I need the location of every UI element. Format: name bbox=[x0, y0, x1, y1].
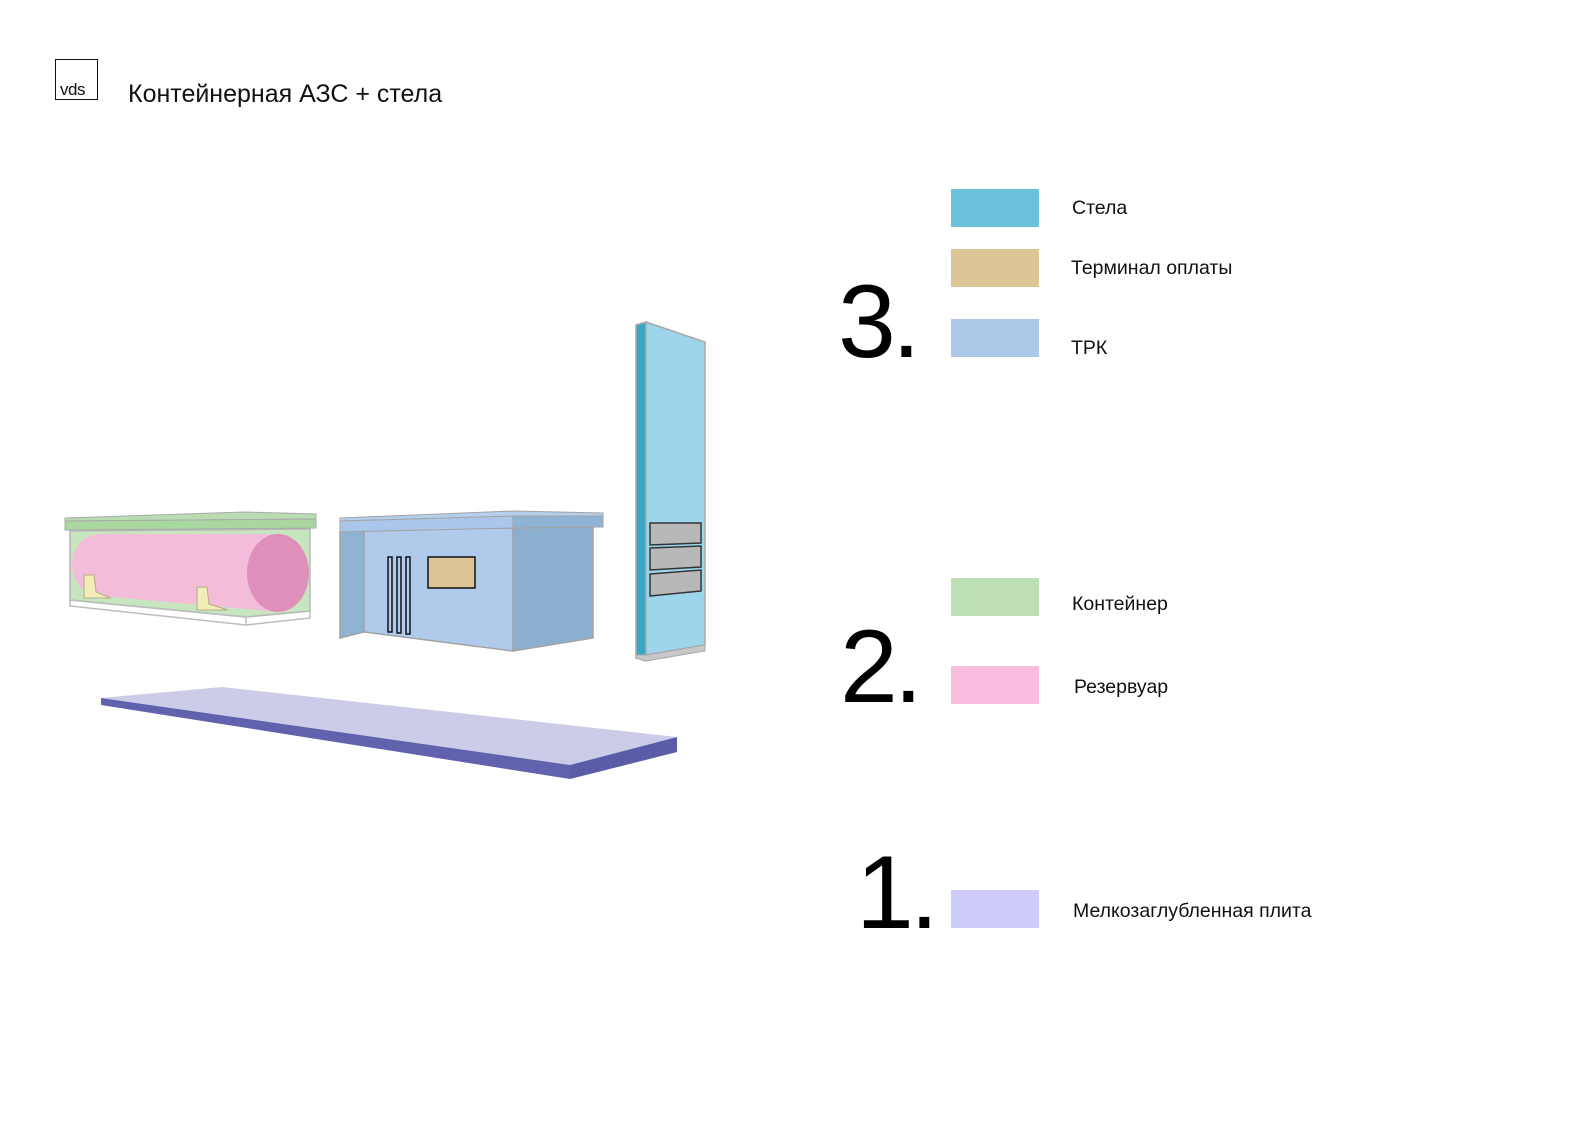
legend-swatch-payment-terminal bbox=[951, 249, 1039, 287]
container-edges bbox=[69, 531, 247, 625]
slab bbox=[101, 687, 677, 779]
dispenser-left-wall bbox=[339, 527, 365, 639]
container-roof-front bbox=[64, 518, 317, 531]
legend-swatch-stela bbox=[951, 189, 1039, 227]
stela-price-panel-2 bbox=[649, 545, 702, 571]
legend-label-payment-terminal: Терминал оплаты bbox=[1071, 257, 1233, 279]
nozzle-slot-3 bbox=[405, 556, 411, 635]
container-with-tank bbox=[64, 511, 317, 626]
legend-label-stela: Стела bbox=[1072, 197, 1128, 219]
legend-swatch-tank bbox=[951, 666, 1039, 704]
dispenser-side-wall bbox=[512, 525, 594, 652]
slab-side bbox=[570, 737, 677, 779]
stela-front bbox=[645, 320, 706, 656]
tank-body bbox=[72, 534, 308, 612]
tank-end bbox=[247, 534, 309, 612]
tank-support-right bbox=[196, 586, 229, 611]
nozzle-slot-2 bbox=[396, 556, 402, 634]
legend-label-container: Контейнер bbox=[1072, 593, 1168, 615]
stela-price-panel-1 bbox=[649, 522, 702, 546]
dispenser-front-wall bbox=[363, 527, 514, 652]
logo-text: vds bbox=[60, 80, 85, 99]
slab-front bbox=[101, 698, 570, 779]
stela bbox=[635, 320, 706, 663]
layer-number-1: 1. bbox=[856, 835, 939, 951]
tank-support-left bbox=[83, 574, 112, 599]
payment-terminal-screen bbox=[427, 556, 476, 589]
dispenser-roof-side bbox=[512, 515, 604, 529]
legend-swatch-container bbox=[951, 578, 1039, 616]
legend-label-tank: Резервуар bbox=[1074, 676, 1169, 698]
nozzle-slot-1 bbox=[387, 556, 393, 633]
logo: vds bbox=[55, 59, 98, 100]
slab-top bbox=[101, 687, 677, 765]
dispenser-block bbox=[339, 510, 604, 652]
page-title: Контейнерная АЗС + стела bbox=[128, 80, 443, 108]
legend-swatch-slab bbox=[951, 890, 1039, 928]
legend-label-slab: Мелкозаглубленная плита bbox=[1073, 900, 1312, 922]
stela-side bbox=[635, 320, 647, 663]
layer-number-3: 3. bbox=[838, 264, 921, 380]
stela-base bbox=[635, 644, 706, 662]
legend-swatch-dispenser bbox=[951, 319, 1039, 357]
layer-number-2: 2. bbox=[840, 609, 923, 725]
legend-label-dispenser: ТРК bbox=[1071, 337, 1108, 359]
stela-price-panel-3 bbox=[649, 569, 702, 597]
